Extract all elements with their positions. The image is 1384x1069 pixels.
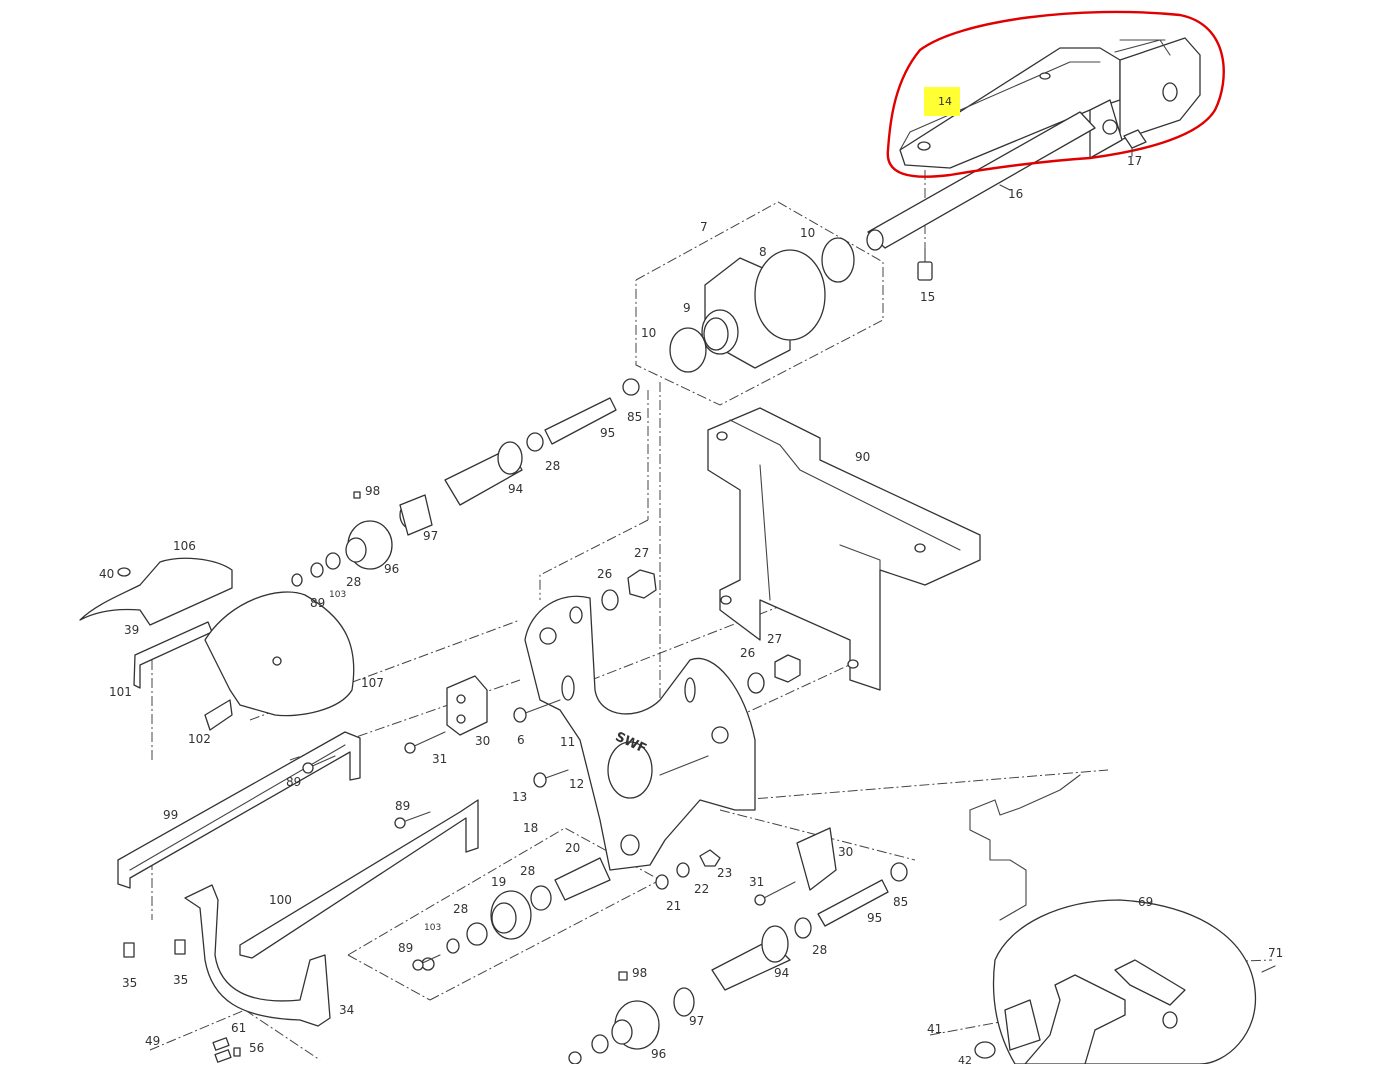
callout-23: 23 (717, 866, 732, 880)
callout-34: 34 (339, 1003, 354, 1017)
callout-19: 19 (491, 875, 506, 889)
set-screw-17 (1123, 129, 1147, 149)
callout-26b: 26 (740, 646, 755, 660)
callout-28d: 28 (453, 902, 468, 916)
lower-shaft-group (421, 849, 721, 971)
callout-31b: 31 (749, 875, 764, 889)
callout-49: 49 (145, 1034, 160, 1048)
callout-27b: 27 (767, 632, 782, 646)
callout-26a: 26 (597, 567, 612, 581)
callout-89b: 89 (286, 775, 301, 789)
bracket-99-100 (117, 731, 479, 959)
callout-31a: 31 (432, 752, 447, 766)
callout-90: 90 (855, 450, 870, 464)
callout-69: 69 (1138, 895, 1153, 909)
bearing-housing-assembly (669, 237, 855, 373)
nuts-washers (601, 569, 801, 694)
callout-100: 100 (269, 893, 292, 907)
callout-56: 56 (249, 1041, 264, 1055)
callout-96b: 96 (651, 1047, 666, 1061)
callout-17: 17 (1127, 154, 1142, 168)
assembly-69 (969, 774, 1257, 1065)
callout-89d: 89 (398, 941, 413, 955)
callout-10b: 10 (641, 326, 656, 340)
callout-22: 22 (694, 882, 709, 896)
leader-lines (999, 147, 1133, 191)
callout-89a: 89 (310, 596, 325, 610)
callout-10a: 10 (800, 226, 815, 240)
callout-85b: 85 (893, 895, 908, 909)
callout-9: 9 (683, 301, 691, 315)
callout-106: 106 (173, 539, 196, 553)
callout-40: 40 (99, 567, 114, 581)
callout-85a: 85 (627, 410, 642, 424)
callout-107: 107 (361, 676, 384, 690)
callout-13: 13 (512, 790, 527, 804)
cover-bracket-guard (79, 557, 355, 731)
clips-61-56 (212, 1037, 241, 1063)
callout-labels: 14 7 8 10 9 10 16 15 17 85 95 28 94 98 9… (99, 95, 1283, 1067)
callout-28c: 28 (520, 864, 535, 878)
blocks-30 (446, 675, 488, 736)
callout-28b: 28 (346, 575, 361, 589)
upper-shaft-group (117, 378, 640, 587)
callout-94b: 94 (774, 966, 789, 980)
callout-6: 6 (517, 733, 525, 747)
callout-94a: 94 (508, 482, 523, 496)
callout-12: 12 (569, 777, 584, 791)
callout-42: 42 (958, 1054, 972, 1064)
arm-part-14 (899, 37, 1201, 169)
callout-101: 101 (109, 685, 132, 699)
callout-30a: 30 (475, 734, 490, 748)
right-lower-shaft-group (568, 827, 908, 1065)
callout-99: 99 (163, 808, 178, 822)
shaft-16 (866, 111, 1096, 251)
callout-98a: 98 (365, 484, 380, 498)
frame-part-90 (707, 407, 981, 691)
callout-11: 11 (560, 735, 575, 749)
red-annotation-ring (886, 10, 1225, 178)
callout-8: 8 (759, 245, 767, 259)
highlight-box (924, 87, 960, 116)
callout-61: 61 (231, 1021, 246, 1035)
callout-97a: 97 (423, 529, 438, 543)
callout-21: 21 (666, 899, 681, 913)
callout-27a: 27 (634, 546, 649, 560)
callout-95a: 95 (600, 426, 615, 440)
callout-18: 18 (523, 821, 538, 835)
callout-28a: 28 (545, 459, 560, 473)
callout-97b: 97 (689, 1014, 704, 1028)
callout-35a: 35 (122, 976, 137, 990)
callout-28e: 28 (812, 943, 827, 957)
callout-35b: 35 (173, 973, 188, 987)
callout-7: 7 (700, 220, 708, 234)
label-part-14: 14 (938, 95, 952, 108)
callout-103b: 103 (424, 923, 441, 933)
callout-39: 39 (124, 623, 139, 637)
screw-15 (917, 247, 933, 281)
main-plate: SWF (524, 595, 756, 871)
callout-15: 15 (920, 290, 935, 304)
callout-41: 41 (927, 1022, 942, 1036)
callout-89c: 89 (395, 799, 410, 813)
callout-102: 102 (188, 732, 211, 746)
callout-95b: 95 (867, 911, 882, 925)
callout-103a: 103 (329, 590, 346, 600)
callout-30b: 30 (838, 845, 853, 859)
callout-96a: 96 (384, 562, 399, 576)
callout-71: 71 (1268, 946, 1283, 960)
callout-16: 16 (1008, 187, 1023, 201)
callout-20: 20 (565, 841, 580, 855)
bracket-34 (123, 884, 331, 1027)
callout-98b: 98 (632, 966, 647, 980)
screws (302, 699, 1276, 973)
